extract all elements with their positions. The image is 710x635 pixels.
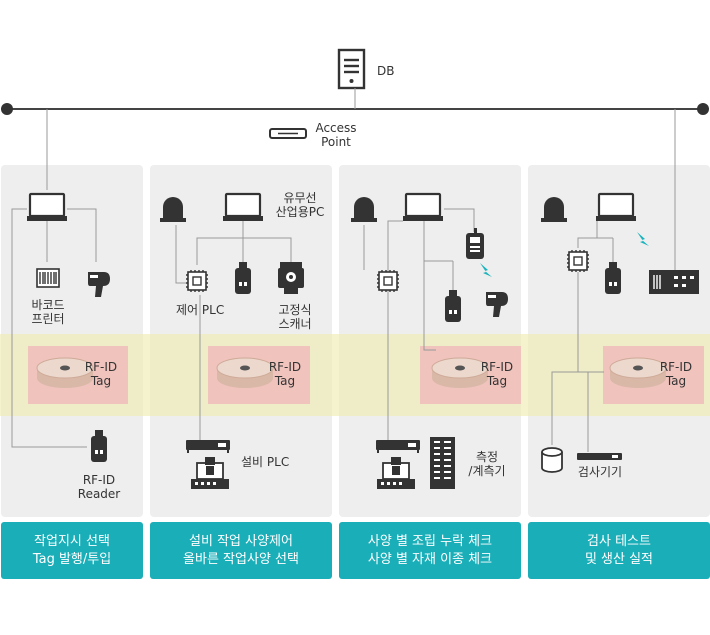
caption-1: 작업지시 선택 Tag 발행/투입 — [1, 522, 143, 579]
pc-icon-1 — [25, 192, 69, 223]
wireless-terminal-icon — [466, 228, 484, 259]
control-plc-label: 제어 PLC — [176, 303, 225, 317]
rfid-tag-label-3-line2: Tag — [486, 374, 508, 388]
measuring-instrument-label-line1: 측정 — [475, 450, 499, 464]
db-label: DB — [377, 64, 395, 78]
db-server-icon — [337, 48, 366, 90]
plc-chip-icon-4 — [566, 249, 590, 273]
rfid-tag-label-4-line1: RF-ID — [659, 360, 693, 374]
handheld-device-icon-2 — [235, 262, 251, 294]
handheld-device-icon-3 — [445, 290, 461, 322]
measuring-instrument-label: 측정 /계측기 — [458, 450, 516, 478]
database-icon-4 — [541, 447, 563, 473]
barcode-printer-icon — [36, 268, 60, 288]
access-point-icon — [269, 128, 307, 139]
rfid-reader-label-line1: RF-ID — [82, 473, 116, 487]
barcode-printer-label-line2: 프린터 — [31, 312, 65, 326]
rfid-reader-icon — [91, 430, 107, 462]
signal-lamp-icon-3 — [351, 197, 377, 222]
caption-3: 사양 별 조립 누락 체크 사양 별 자재 이종 체크 — [339, 522, 521, 579]
signal-lamp-icon-4 — [541, 197, 567, 222]
pc-icon-3 — [401, 192, 445, 223]
handheld-device-icon-4 — [605, 262, 621, 294]
rfid-tag-label-2-line2: Tag — [274, 374, 296, 388]
machine-icon-3 — [376, 456, 416, 490]
access-point-label-line1: Access — [315, 121, 357, 135]
server-rack-icon — [649, 270, 699, 294]
barcode-printer-label: 바코드 프린터 — [22, 298, 74, 326]
rfid-tag-label-1: RF-ID Tag — [78, 360, 124, 388]
machine-icon-2 — [190, 456, 230, 490]
rfid-tag-label-3: RF-ID Tag — [474, 360, 520, 388]
rfid-tag-label-4: RF-ID Tag — [653, 360, 699, 388]
rfid-tag-label-2-line1: RF-ID — [268, 360, 302, 374]
caption-2-line1: 설비 작업 사양제어 — [189, 533, 293, 549]
measuring-instrument-label-line2: /계측기 — [468, 464, 506, 478]
caption-1-line2: Tag 발행/투입 — [32, 551, 112, 567]
fixed-scanner-label-line1: 고정식 — [278, 303, 312, 317]
caption-2-line2: 올바른 작업사양 선택 — [183, 551, 299, 567]
fixed-scanner-icon — [278, 262, 304, 294]
fixed-scanner-label-line2: 스캐너 — [278, 317, 312, 331]
equipment-plc-label: 설비 PLC — [241, 455, 290, 469]
rfid-tag-label-1-line1: RF-ID — [84, 360, 118, 374]
equipment-plc-icon — [185, 439, 231, 454]
caption-2: 설비 작업 사양제어 올바른 작업사양 선택 — [150, 522, 332, 579]
caption-3-line2: 사양 별 자재 이종 체크 — [367, 551, 493, 567]
industrial-pc-label: 유무선 산업용PC — [270, 191, 330, 219]
wireless-signal-icon-3 — [480, 263, 492, 277]
control-plc-icon — [185, 269, 209, 293]
caption-4-line2: 및 생산 실적 — [584, 551, 654, 567]
barcode-scanner-icon-3 — [486, 292, 508, 317]
rfid-tag-label-3-line1: RF-ID — [480, 360, 514, 374]
rfid-reader-label: RF-ID Reader — [76, 473, 122, 501]
caption-4: 검사 테스트 및 생산 실적 — [528, 522, 710, 579]
access-point-label-line2: Point — [321, 135, 351, 149]
rfid-tag-label-4-line2: Tag — [665, 374, 687, 388]
rfid-tag-label-1-line2: Tag — [90, 374, 112, 388]
access-point-label: Access Point — [310, 121, 362, 149]
pc-icon-4 — [594, 192, 638, 223]
fixed-scanner-label: 고정식 스캐너 — [272, 303, 318, 331]
rfid-tag-label-2: RF-ID Tag — [262, 360, 308, 388]
rfid-reader-label-line2: Reader — [77, 487, 121, 501]
barcode-scanner-icon-1 — [88, 272, 110, 297]
tester-label: 검사기기 — [577, 465, 623, 479]
plc-chip-icon-3 — [376, 269, 400, 293]
industrial-pc-label-line2: 산업용PC — [275, 205, 325, 219]
caption-1-line1: 작업지시 선택 — [34, 533, 110, 549]
caption-3-line1: 사양 별 조립 누락 체크 — [367, 533, 493, 549]
industrial-pc-icon — [221, 192, 265, 223]
signal-lamp-icon-2 — [160, 197, 186, 222]
wireless-signal-icon-4 — [637, 232, 649, 246]
equipment-plc-icon-3 — [375, 439, 421, 454]
tester-icon — [577, 453, 622, 460]
barcode-printer-label-line1: 바코드 — [31, 298, 65, 312]
caption-4-line1: 검사 테스트 — [587, 533, 651, 549]
industrial-pc-label-line1: 유무선 — [283, 191, 317, 205]
measuring-instrument-icon — [430, 437, 455, 489]
